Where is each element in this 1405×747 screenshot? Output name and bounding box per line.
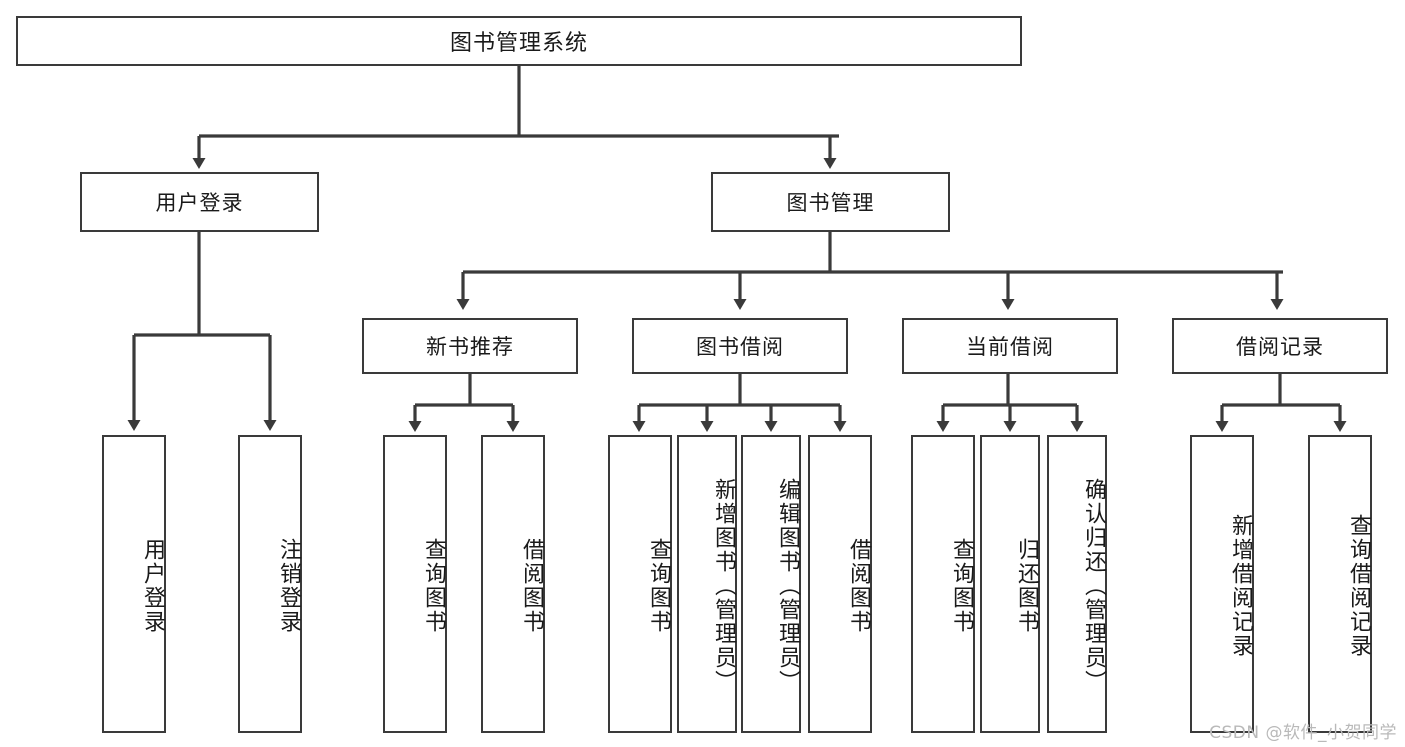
node-new-book-recommend[interactable]: 新书推荐 (362, 318, 578, 374)
node-label: 当前借阅 (966, 335, 1054, 359)
node-label: 图书管理 (786, 191, 875, 215)
node-label: 查询图书 (421, 538, 446, 634)
node-label: 新增图书（管理员） (711, 478, 736, 694)
node-root-book-management-system[interactable]: 图书管理系统 (16, 16, 1022, 66)
node-leaf-user-login[interactable]: 用户登录 (102, 435, 166, 733)
node-label: 确认归还（管理员） (1081, 478, 1106, 694)
node-label: 归还图书 (1014, 538, 1039, 634)
node-book-borrow[interactable]: 图书借阅 (632, 318, 848, 374)
watermark-csdn: CSDN @软件_小贺同学 (1209, 723, 1397, 743)
node-leaf-borrow-book-recommend[interactable]: 借阅图书 (481, 435, 545, 733)
node-label: 用户登录 (155, 191, 244, 215)
node-leaf-add-book[interactable]: 新增图书（管理员） (677, 435, 737, 733)
node-label: 图书借阅 (696, 335, 784, 359)
node-leaf-query-book-recommend[interactable]: 查询图书 (383, 435, 447, 733)
node-leaf-borrow-book[interactable]: 借阅图书 (808, 435, 872, 733)
node-label: 查询借阅记录 (1346, 514, 1371, 658)
node-leaf-query-book-borrow[interactable]: 查询图书 (608, 435, 672, 733)
node-leaf-add-borrow-record[interactable]: 新增借阅记录 (1190, 435, 1254, 733)
node-label: 借阅图书 (519, 538, 544, 634)
node-leaf-confirm-return[interactable]: 确认归还（管理员） (1047, 435, 1107, 733)
node-borrow-record[interactable]: 借阅记录 (1172, 318, 1388, 374)
node-leaf-return-book[interactable]: 归还图书 (980, 435, 1040, 733)
node-label: 借阅图书 (846, 538, 871, 634)
node-label: 新增借阅记录 (1228, 514, 1253, 658)
node-leaf-edit-book[interactable]: 编辑图书（管理员） (741, 435, 801, 733)
node-book-management[interactable]: 图书管理 (711, 172, 950, 232)
node-label: 用户登录 (140, 538, 165, 634)
node-label: 注销登录 (276, 538, 301, 634)
node-label: 查询图书 (646, 538, 671, 634)
node-label: 新书推荐 (426, 335, 514, 359)
node-current-borrow[interactable]: 当前借阅 (902, 318, 1118, 374)
node-label: 借阅记录 (1236, 335, 1324, 359)
node-label: 编辑图书（管理员） (775, 478, 800, 694)
node-leaf-query-borrow-record[interactable]: 查询借阅记录 (1308, 435, 1372, 733)
node-user-login[interactable]: 用户登录 (80, 172, 319, 232)
node-label: 图书管理系统 (449, 31, 588, 56)
node-leaf-user-logout[interactable]: 注销登录 (238, 435, 302, 733)
node-label: 查询图书 (949, 538, 974, 634)
node-leaf-query-book-current[interactable]: 查询图书 (911, 435, 975, 733)
